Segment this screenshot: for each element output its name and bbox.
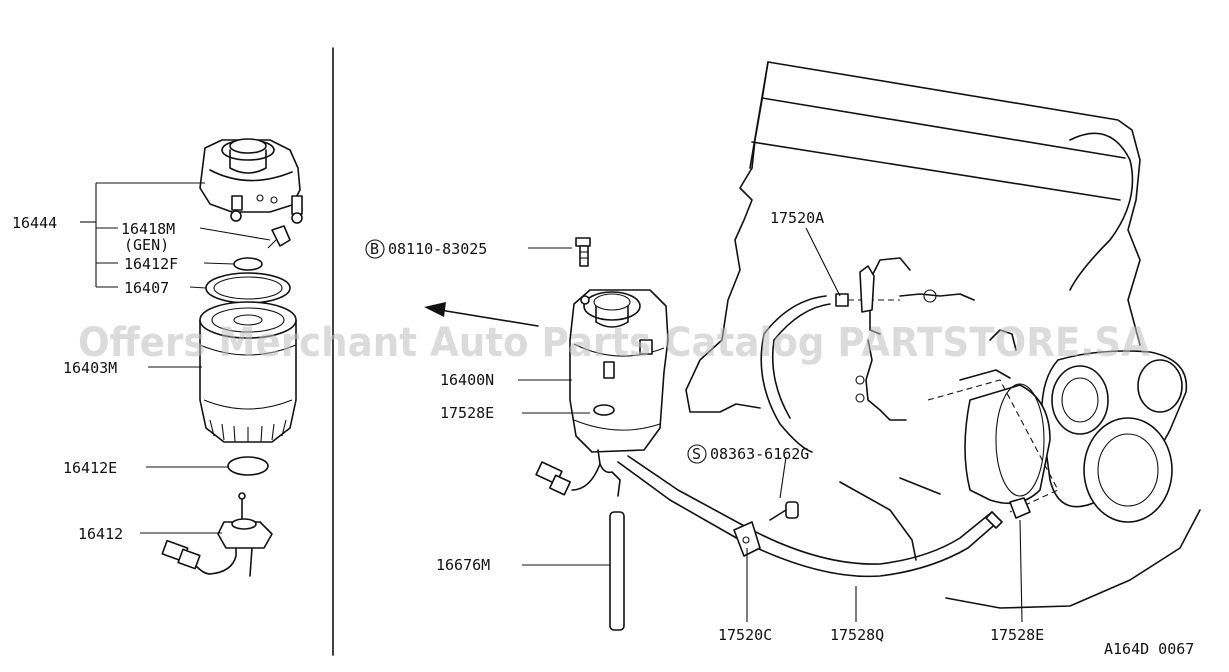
pulley-drawing (1041, 350, 1188, 523)
direction-arrow (424, 302, 539, 327)
washer-16412E-drawing (227, 456, 269, 476)
drain-hose-16676M-drawing (609, 511, 625, 631)
bolt-prefix: B (370, 240, 379, 258)
hose-17520A-drawing (760, 265, 975, 453)
oring-16412F-drawing (233, 257, 263, 271)
screw-prefix-circle (687, 444, 707, 464)
callout-gen: (GEN) (124, 236, 169, 254)
callout-16676M: 16676M (436, 556, 490, 574)
callout-16407: 16407 (124, 279, 169, 297)
sensor-16412-drawing (161, 492, 273, 577)
callout-16412: 16412 (78, 525, 123, 543)
callout-16412E: 16412E (63, 459, 117, 477)
sensor-16418M-drawing (267, 225, 291, 249)
clamp-17528E-right-drawing (1009, 497, 1031, 519)
callout-16418M: 16418M (121, 220, 175, 238)
diagram-code: A164D 0067 (1104, 640, 1194, 658)
callout-17520A: 17520A (770, 209, 824, 227)
cartridge-16403M-drawing (199, 301, 297, 443)
right-leader-lines (518, 227, 1023, 623)
left-leader-lines (80, 182, 271, 534)
callout-16400N: 16400N (440, 371, 494, 389)
screw-drawing (769, 501, 799, 521)
bolt-prefix-circle (365, 239, 385, 259)
callout-17520C: 17520C (718, 626, 772, 644)
filter-assembly-16400N-drawing (535, 289, 669, 497)
callout-17528Q: 17528Q (830, 626, 884, 644)
callout-16403M: 16403M (63, 359, 117, 377)
clamp-17520C-drawing (733, 521, 761, 557)
callout-16444: 16444 (12, 214, 57, 232)
gasket-16407-drawing (205, 272, 291, 304)
callout-17528E-left: 17528E (440, 404, 494, 422)
callout-16412F: 16412F (124, 255, 178, 273)
callout-screw: 08363-6162G (710, 445, 809, 463)
bolt-drawing (575, 237, 591, 267)
callout-17528E-right: 17528E (990, 626, 1044, 644)
watermark-text: Offers Merchant Auto Parts Catalog PARTS… (78, 320, 1150, 366)
screw-prefix: S (692, 445, 701, 463)
air-cleaner-drawing (927, 379, 1059, 513)
engine-block-drawing (685, 61, 1201, 609)
filter-head-drawing (199, 138, 303, 224)
fuel-pipe-17528Q-drawing (617, 455, 1003, 578)
callout-bolt: 08110-83025 (388, 240, 487, 258)
